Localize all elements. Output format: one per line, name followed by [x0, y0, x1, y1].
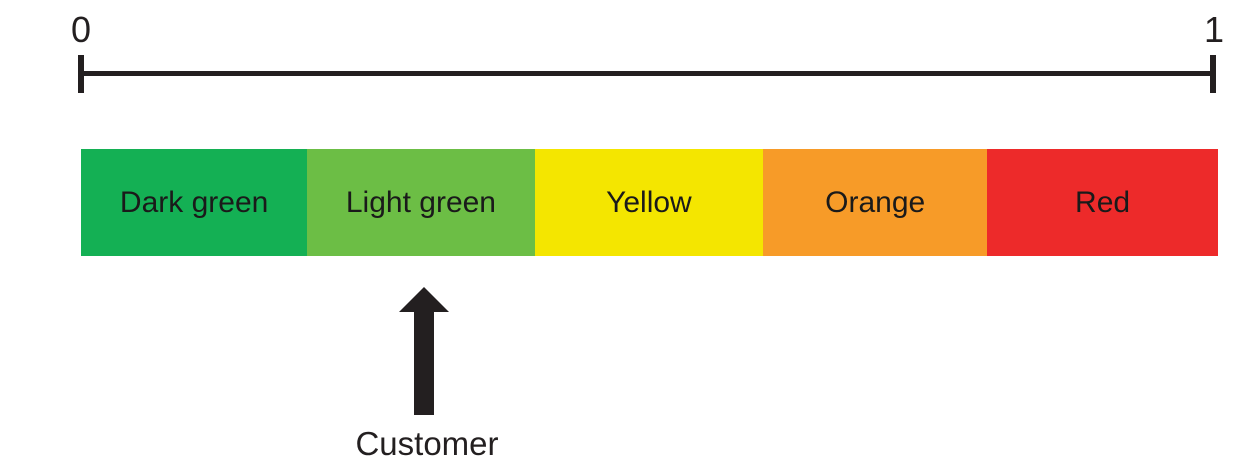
band-segment-light-green: Light green	[307, 149, 535, 256]
band-segment-red: Red	[987, 149, 1218, 256]
axis-tick-start	[78, 55, 84, 93]
band-label-light-green: Light green	[345, 185, 496, 219]
band-segment-orange: Orange	[763, 149, 988, 256]
axis-tick-end	[1210, 55, 1216, 93]
up-arrow-icon	[399, 287, 449, 415]
customer-label: Customer	[355, 425, 499, 462]
axis-label-start: 0	[70, 9, 92, 50]
customer-marker: Customer	[352, 285, 502, 470]
band-label-yellow: Yellow	[606, 185, 692, 219]
scale-axis: 0 1	[0, 0, 1237, 110]
band-label-red: Red	[1075, 185, 1131, 219]
color-band: Dark green Light green Yellow Orange Red	[81, 149, 1218, 256]
axis-label-end: 1	[1203, 9, 1225, 50]
band-label-orange: Orange	[825, 185, 926, 219]
band-label-dark-green: Dark green	[119, 185, 269, 219]
band-segment-dark-green: Dark green	[81, 149, 308, 256]
axis-line	[80, 71, 1214, 76]
band-segment-yellow: Yellow	[534, 149, 764, 256]
